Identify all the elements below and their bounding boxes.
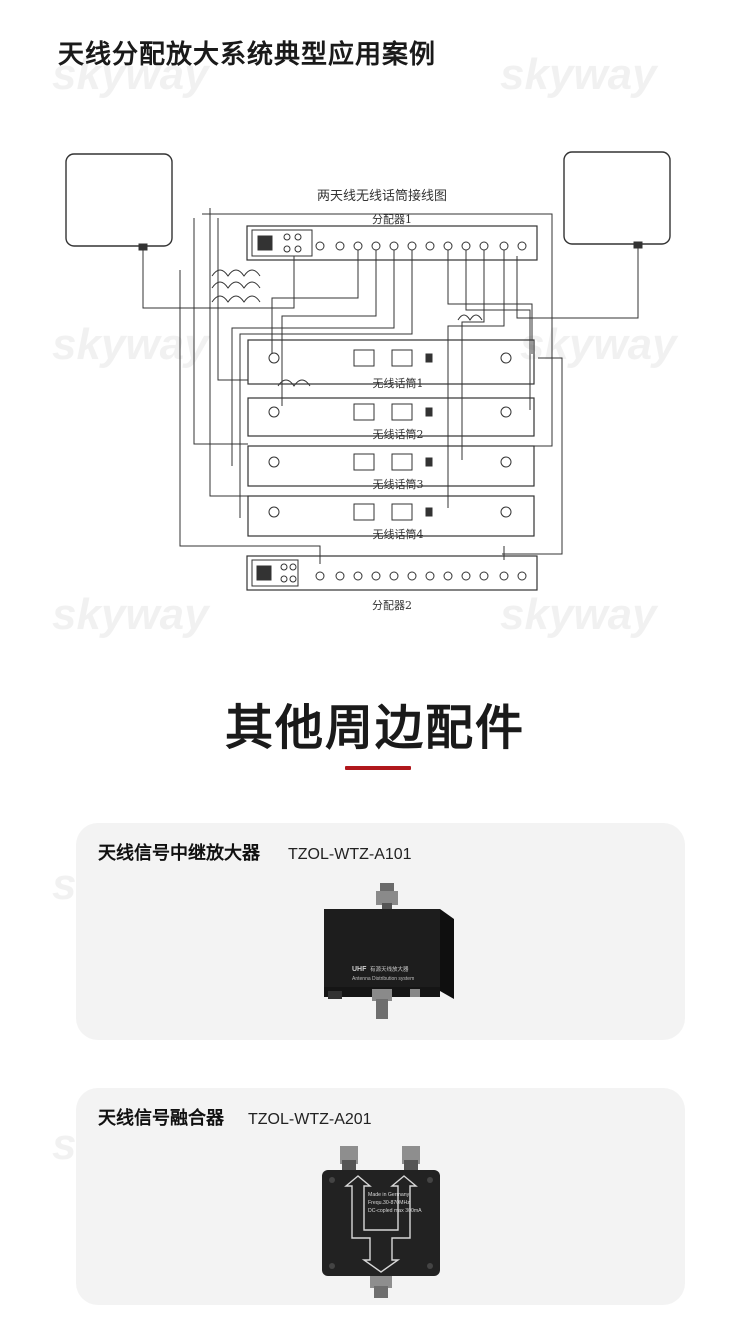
cable-run [202,213,553,447]
splitter-1-label: 分配器1 [372,213,412,226]
cable-antenna-right [516,248,639,319]
device-text-power: DC-copled max 300mA [368,1208,422,1214]
product-card-signal-combiner: 天线信号融合器 TZOL-WTZ-A201 Made in Germany Fr… [76,1088,685,1305]
section-title: 天线分配放大系统典型应用案例 [58,40,437,70]
splitter-1-power-switch [257,235,273,251]
product-name: 天线信号融合器 [98,1108,224,1129]
cable-run [281,250,377,406]
antenna-right [563,151,671,245]
device-text-name: 有源天线放大器 [370,965,409,973]
splitter-2-label: 分配器2 [372,599,412,612]
watermark-text: skyway [500,50,657,99]
cable-run [447,250,533,354]
cable-run [179,270,321,564]
splitter-2-power-switch [256,565,272,581]
antenna-left [65,153,173,247]
splitter-1-power-panel [251,229,313,257]
cable-run [193,218,248,445]
receiver-3-label: 无线话筒3 [373,477,424,491]
receiver-4-label: 无线话筒4 [373,527,424,541]
cable-crossover [211,269,261,277]
cable-run [461,250,485,460]
repeater-amplifier-image: UHF 有源天线放大器 Antenna Distribution system [324,883,454,1019]
splitter-1 [246,225,538,261]
product-card-header: 天线信号融合器 TZOL-WTZ-A201 [98,1104,372,1130]
heading-underline [345,766,411,770]
cable-run [447,250,505,508]
cable-crossover [277,379,311,387]
cable-run [231,250,395,466]
cable-run [465,250,531,410]
product-model: TZOL-WTZ-A101 [288,846,412,863]
receiver-2-label: 无线话筒2 [373,427,424,441]
receiver-3 [247,445,535,487]
cable-run [239,250,413,518]
product-card-repeater-amplifier: 天线信号中继放大器 TZOL-WTZ-A101 UHF 有源天线放大器 Ante… [76,823,685,1040]
cable-crossover [211,295,261,303]
cable-run [271,250,359,353]
device-text-sub: Antenna Distribution system [352,976,414,982]
device-text-origin: Made in Germany [368,1192,410,1198]
accessories-heading: 其他周边配件 [224,700,525,756]
receiver-2 [247,397,535,437]
receiver-1 [247,339,535,385]
cable-run [209,208,248,497]
antenna-left-connector [138,243,148,251]
splitter-2-power-panel [251,559,299,587]
product-card-header: 天线信号中继放大器 TZOL-WTZ-A101 [98,839,412,865]
product-name: 天线信号中继放大器 [98,843,260,864]
device-text-frequency: Frequ.30-870MHz [368,1200,410,1206]
cable-run [217,218,248,381]
cable-crossover [211,281,261,289]
product-model: TZOL-WTZ-A201 [248,1111,372,1128]
watermark-right-1: skyway [500,50,657,100]
antenna-right-connector [633,241,643,249]
cable-crossover [457,314,483,321]
splitter-2 [246,555,538,591]
receiver-4 [247,495,535,537]
diagram-title: 两天线无线话筒接线图 [317,188,447,204]
cable-run [502,357,563,555]
receiver-1-label: 无线话筒1 [373,376,424,390]
wiring-diagram: 两天线无线话筒接线图 分配器1 无线话筒1 无线话筒2 无线话筒3 无线话筒4 … [65,151,671,612]
signal-combiner-image: Made in Germany Frequ.30-870MHz DC-cople… [322,1146,440,1298]
device-text-uhf: UHF [352,966,367,973]
